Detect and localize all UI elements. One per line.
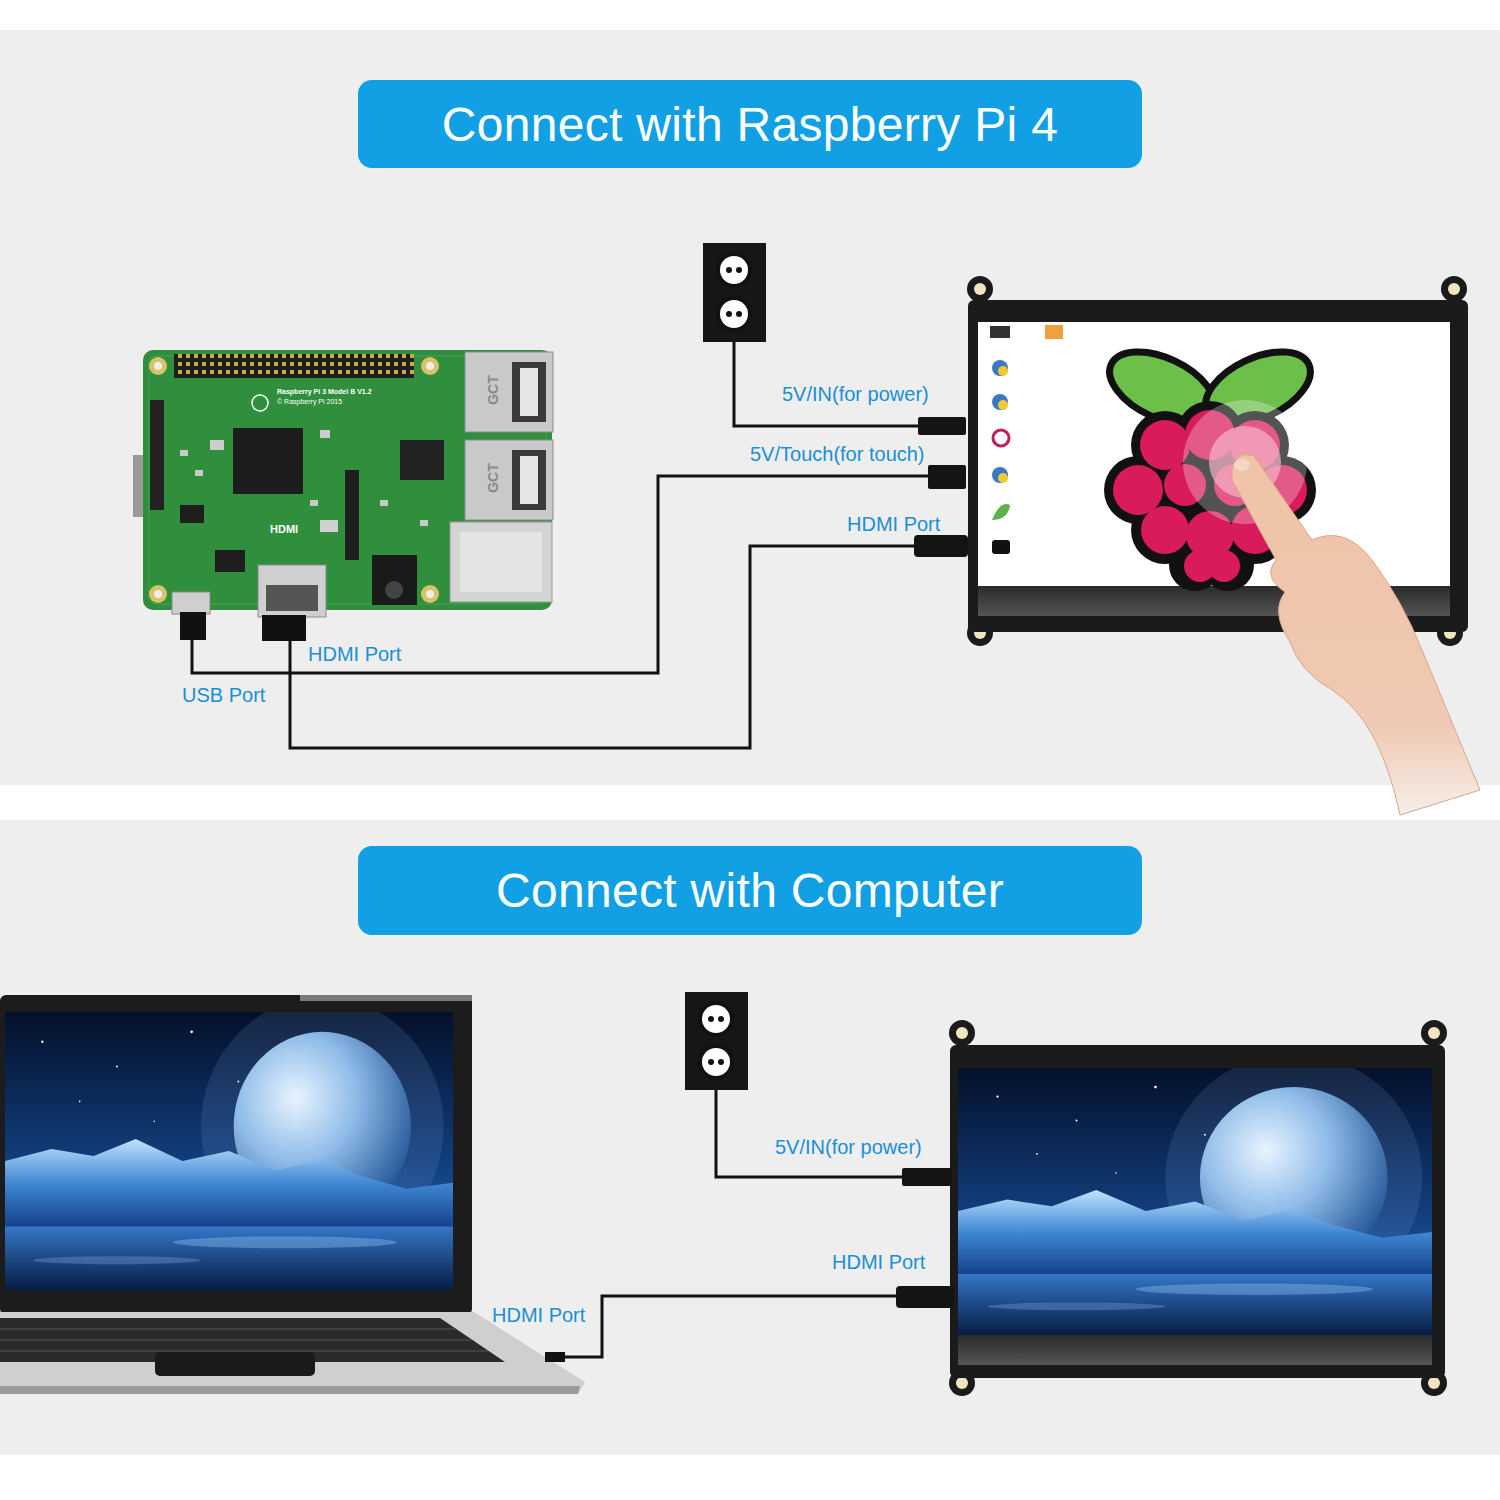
touch-hand — [1183, 400, 1480, 815]
heading-text: Connect with Raspberry Pi 4 — [442, 97, 1058, 152]
cable-plugs — [914, 417, 968, 557]
port-label: 5V/IN(for power) — [775, 1135, 922, 1159]
board-silkscreen: © Raspberry Pi 2015 — [277, 398, 342, 406]
monitor — [949, 1020, 1447, 1396]
cable-wires — [560, 1090, 905, 1357]
panel-background — [0, 820, 1500, 1455]
port-label: 5V/IN(for power) — [782, 382, 929, 406]
panel-background — [0, 30, 1500, 785]
laptop — [0, 995, 585, 1394]
power-outlet — [685, 992, 748, 1090]
raspberry-pi-board — [133, 350, 553, 641]
cable-plugs — [896, 1168, 954, 1308]
power-outlet — [703, 243, 766, 342]
port-label: HDMI Port — [847, 512, 940, 536]
section-heading: Connect with Raspberry Pi 4 — [358, 80, 1142, 168]
connector-marking: GCT — [485, 463, 502, 493]
port-label: USB Port — [182, 683, 265, 707]
port-label: HDMI Port — [492, 1303, 585, 1327]
heading-text: Connect with Computer — [496, 863, 1004, 918]
board-silkscreen: HDMI — [270, 523, 298, 536]
connector-marking: GCT — [485, 375, 502, 405]
board-silkscreen: Raspberry Pi 3 Model B V1.2 — [277, 388, 372, 396]
port-label: HDMI Port — [308, 642, 401, 666]
section-heading: Connect with Computer — [358, 846, 1142, 935]
port-label: HDMI Port — [832, 1250, 925, 1274]
port-label: 5V/Touch(for touch) — [750, 442, 925, 466]
